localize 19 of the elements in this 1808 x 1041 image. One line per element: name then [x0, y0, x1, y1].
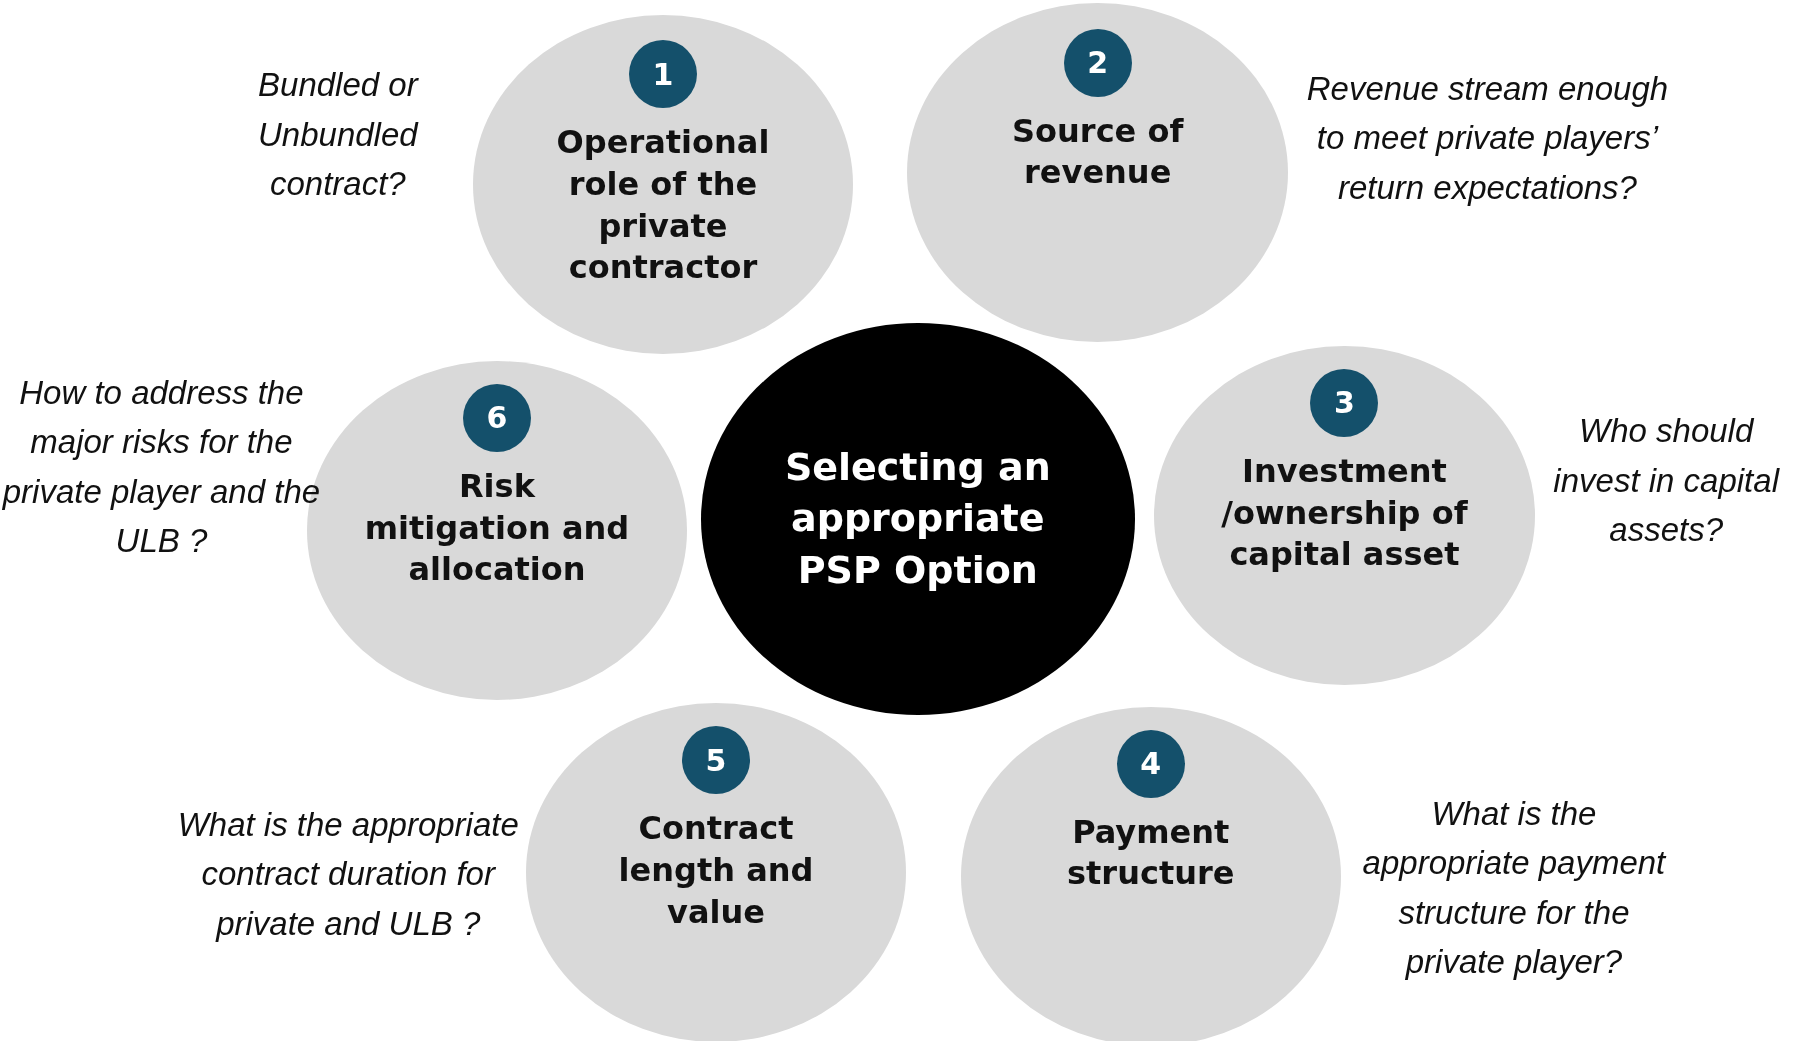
question-text: Who should invest in capital assets?	[1552, 411, 1781, 551]
topic-label: Payment structure	[1066, 811, 1236, 895]
question-text: What is the appropriate contract duration for private and ULB ?	[176, 804, 520, 944]
number-badge: 3	[1310, 368, 1379, 437]
question-text: What is the appropriate payment structure for the private player?	[1361, 793, 1668, 983]
topic-label: Source of revenue	[1011, 110, 1185, 194]
number-badge: 5	[682, 726, 751, 795]
topic-label: Operational role of the private contractor	[555, 122, 771, 289]
question-text: Revenue stream enough to meet private players’ return expectations?	[1305, 68, 1670, 208]
number-badge: 1	[629, 40, 697, 109]
question-text: Bundled or Unbundled contract?	[257, 65, 420, 205]
number-badge: 6	[462, 383, 531, 452]
number-badge: 4	[1116, 729, 1185, 798]
number-badge: 2	[1063, 28, 1132, 97]
topic-label: Contract length and value	[617, 808, 815, 933]
center-title: Selecting an appropriate PSP Option	[783, 443, 1052, 594]
topic-label: Investment /ownership of capital asset	[1220, 450, 1469, 576]
topic-label: Risk mitigation and allocation	[364, 465, 630, 591]
question-text: How to address the major risks for the private player and the ULB ?	[1, 373, 322, 562]
